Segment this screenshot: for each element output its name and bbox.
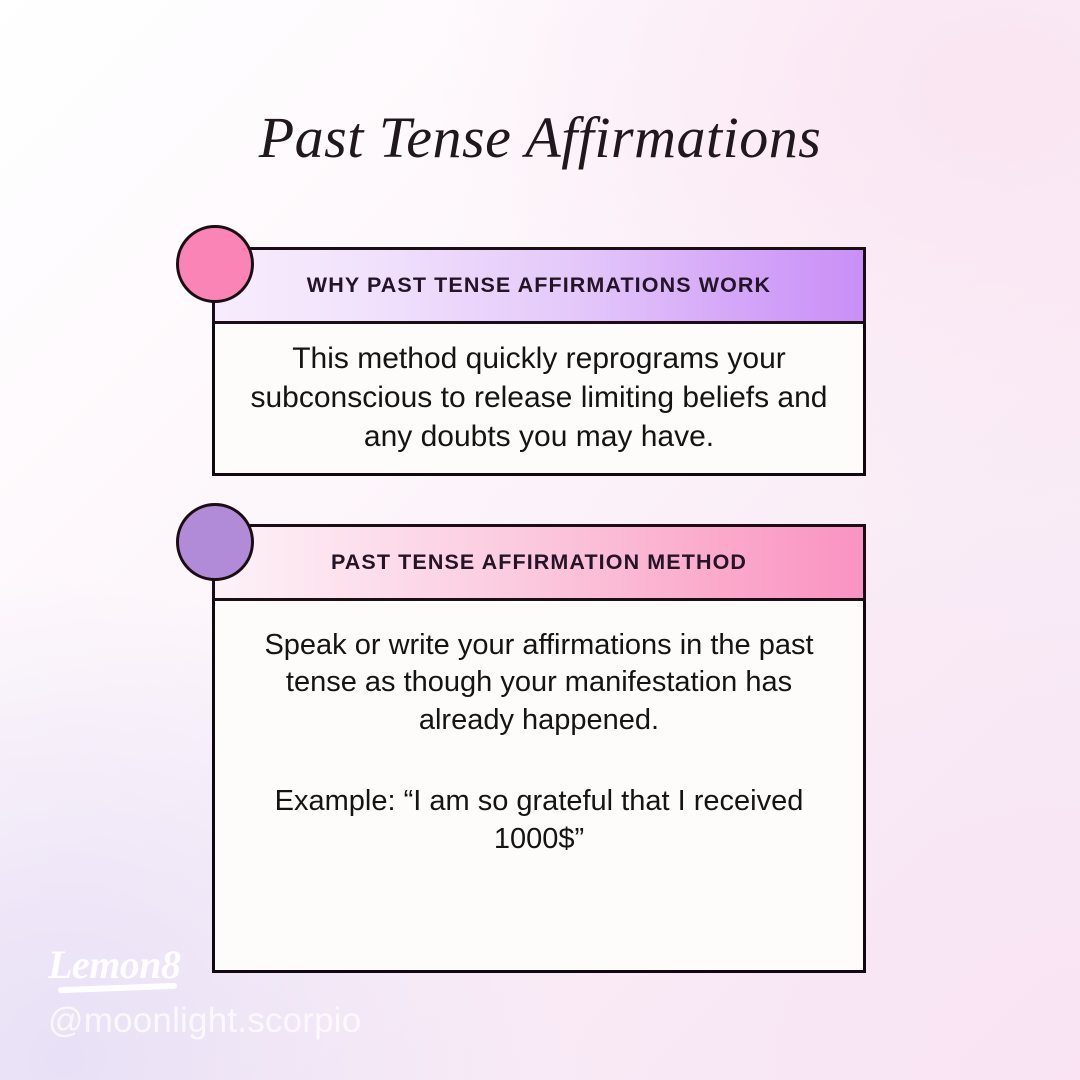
card-method-header-label: PAST TENSE AFFIRMATION METHOD: [330, 550, 748, 574]
watermark-handle: @moonlight.scorpio: [48, 1001, 362, 1040]
card-why-body-text: This method quickly reprograms your subc…: [250, 342, 828, 453]
lemon8-logo: Lemon8: [48, 945, 181, 991]
card-past-tense-affirmation-method: PAST TENSE AFFIRMATION METHOD Speak or w…: [212, 524, 866, 973]
card-why-past-tense-affirmations-work: WHY PAST TENSE AFFIRMATIONS WORK This me…: [212, 247, 866, 476]
card-why-header: WHY PAST TENSE AFFIRMATIONS WORK: [212, 247, 866, 324]
card-method-header: PAST TENSE AFFIRMATION METHOD: [212, 524, 866, 601]
pink-circle-badge: [176, 225, 254, 303]
card-why-body: This method quickly reprograms your subc…: [212, 324, 866, 476]
card-why-header-label: WHY PAST TENSE AFFIRMATIONS WORK: [306, 273, 772, 297]
card-method-body-text: Speak or write your affirmations in the …: [264, 629, 814, 736]
card-method-body: Speak or write your affirmations in the …: [212, 601, 866, 973]
card-method-example-text: Example: “I am so grateful that I receiv…: [274, 785, 804, 855]
page-title: Past Tense Affirmations: [258, 105, 822, 170]
purple-circle-badge: [176, 503, 254, 581]
